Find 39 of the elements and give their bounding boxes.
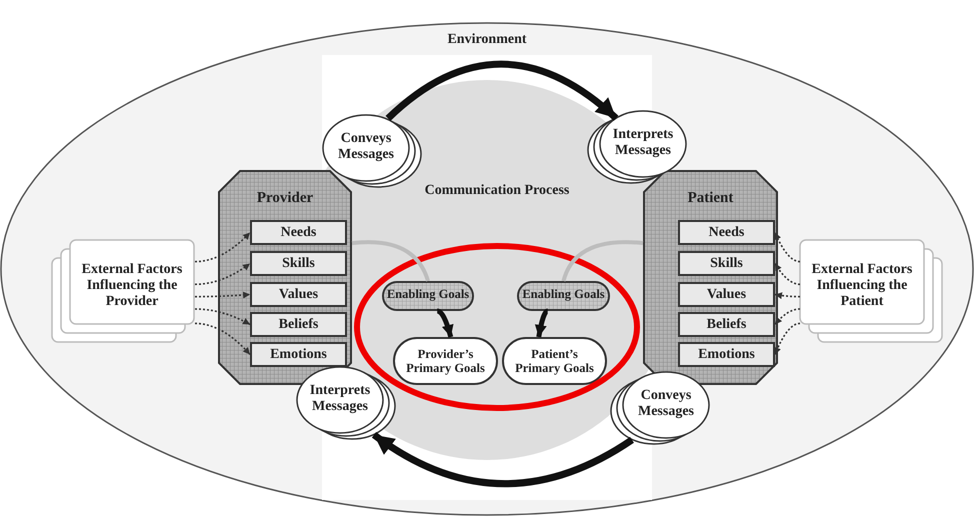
dashed-arrow: [774, 263, 800, 286]
attribute-box: Beliefs: [250, 312, 347, 337]
node-label: Conveys Messages: [337, 131, 395, 164]
attribute-box: Skills: [250, 251, 347, 276]
primary-goal-box: Patient’s Primary Goals: [502, 337, 607, 385]
node-label: Conveys Messages: [637, 388, 695, 420]
connector-curve: [562, 240, 644, 282]
attribute-box: Needs: [250, 220, 347, 245]
attribute-box: Skills: [678, 251, 775, 276]
node-label: Interprets Messages: [612, 127, 674, 160]
node-label: External Factors Influencing the Provider: [80, 262, 184, 310]
dashed-arrow: [194, 262, 250, 286]
arrow: [436, 308, 454, 338]
dashed-arrow: [774, 292, 800, 300]
dashed-arrow: [195, 292, 250, 299]
dashed-arrow: [774, 322, 800, 355]
arrow: [372, 432, 634, 488]
attribute-box: Values: [678, 282, 775, 307]
dashed-arrow: [194, 322, 251, 356]
dashed-arrow: [194, 232, 251, 262]
connector-curve: [352, 240, 430, 282]
arrow: [386, 60, 618, 122]
dashed-arrow: [194, 308, 250, 326]
goal-label: Enabling Goals: [521, 287, 606, 302]
dashed-arrow: [774, 308, 800, 326]
attribute-box: Emotions: [250, 342, 347, 367]
process-label: Communication Process: [424, 183, 570, 200]
node-label: Interprets Messages: [308, 383, 372, 416]
attribute-box: Values: [250, 282, 347, 307]
node-label: External Factors Influencing the Patient: [810, 262, 914, 310]
attribute-box: Beliefs: [678, 312, 775, 337]
goal-label: Enabling Goals: [386, 287, 470, 302]
attribute-box: Emotions: [678, 342, 775, 367]
environment-label: Environment: [446, 32, 528, 48]
primary-goal-box: Provider’s Primary Goals: [393, 337, 498, 385]
participant-heading: Provider: [256, 190, 314, 208]
dashed-arrow: [774, 232, 800, 262]
participant-heading: Patient: [686, 190, 734, 208]
attribute-box: Needs: [678, 220, 775, 245]
